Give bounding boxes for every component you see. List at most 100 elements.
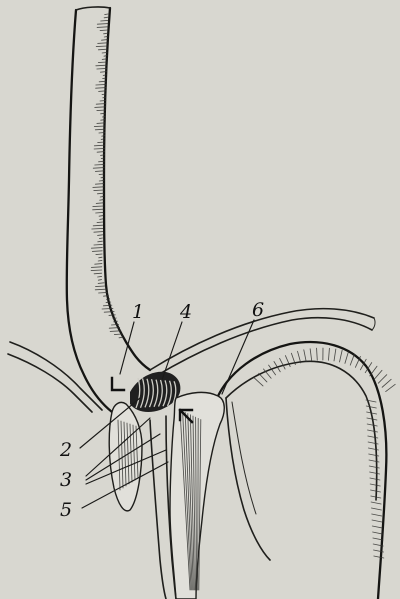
- esophagus-hatch-stroke: [101, 177, 104, 178]
- esophagus-hatch-stroke: [99, 292, 108, 293]
- esophagus-hatch-stroke: [103, 296, 108, 297]
- esophagus-hatch-stroke: [97, 68, 107, 69]
- esophagus-hatch-stroke: [94, 148, 105, 149]
- esophagus-hatch-stroke: [94, 190, 104, 191]
- esophagus-hatch-stroke: [100, 30, 107, 31]
- esophagus-hatch-stroke: [100, 219, 103, 220]
- esophagus-hatch-stroke: [103, 305, 111, 306]
- esophagus-hatch-stroke: [93, 206, 103, 207]
- esophagus-hatch-stroke: [111, 324, 118, 325]
- esophagus-hatch-stroke: [97, 193, 103, 194]
- esophagus-hatch-stroke: [97, 27, 108, 28]
- esophagus-hatch-stroke: [94, 126, 105, 127]
- esophagus-hatch-stroke: [96, 46, 107, 47]
- esophagus-hatch-stroke: [99, 180, 104, 181]
- esophagus-hatch-stroke: [96, 286, 106, 287]
- callout-2: 2: [59, 439, 72, 461]
- esophagus-hatch-stroke: [99, 216, 103, 217]
- esophagus-hatch-stroke: [103, 75, 106, 76]
- esophagus-hatch-stroke: [101, 20, 108, 21]
- esophagus-hatch-stroke: [93, 225, 103, 226]
- esophagus-hatch-stroke: [94, 232, 103, 233]
- esophagus-hatch-stroke: [97, 24, 107, 25]
- esophagus-hatch-stroke: [98, 142, 105, 143]
- esophagus-hatch-stroke: [99, 174, 104, 175]
- esophagus-hatch-stroke: [96, 203, 103, 204]
- callout-5: 5: [60, 499, 72, 521]
- esophagus-hatch-stroke: [98, 276, 102, 277]
- esophagus-hatch-stroke: [96, 88, 107, 89]
- esophagus-hatch-stroke: [104, 312, 114, 313]
- esophagus-hatch-stroke: [114, 321, 118, 322]
- esophagus-hatch-stroke: [99, 238, 102, 239]
- esophagus-hatch-stroke: [101, 139, 105, 140]
- esophagus-hatch-stroke: [99, 161, 105, 162]
- esophagus-hatch-stroke: [100, 72, 106, 73]
- esophagus-hatch-stroke: [103, 97, 106, 98]
- esophagus-hatch-stroke: [104, 17, 108, 18]
- esophagus-hatch-stroke: [98, 260, 102, 261]
- callout-4: 4: [179, 301, 192, 323]
- esophagus-hatch-stroke: [101, 113, 106, 114]
- esophagus-hatch-stroke: [102, 116, 105, 117]
- esophagus-hatch-stroke: [98, 283, 104, 284]
- esophagus-hatch-stroke: [93, 187, 104, 188]
- esophagus-hatch-stroke: [106, 302, 111, 303]
- esophagus-hatch-stroke: [94, 145, 104, 146]
- esophagus-hatch-stroke: [109, 315, 115, 316]
- esophagus-hatch-stroke: [97, 222, 103, 223]
- esophagus-hatch-stroke: [96, 65, 107, 66]
- esophagus-hatch-stroke: [104, 33, 108, 34]
- callout-1: 1: [132, 301, 144, 323]
- esophagus-hatch-stroke: [97, 110, 106, 111]
- callout-6: 6: [252, 299, 264, 321]
- esophagus-hatch-stroke: [95, 107, 106, 108]
- esophagus-hatch-stroke: [93, 209, 104, 210]
- esophagus-hatch-stroke: [102, 52, 107, 53]
- esophagus-hatch-stroke: [98, 280, 101, 281]
- esophagus-hatch-stroke: [91, 270, 102, 271]
- esophagus-hatch-stroke: [95, 264, 102, 265]
- esophagus-hatch-stroke: [105, 14, 108, 15]
- esophagus-hatch-stroke: [95, 184, 103, 185]
- esophagus-hatch-stroke: [94, 244, 102, 245]
- esophagus-hatch-stroke: [95, 164, 105, 165]
- esophagus-hatch-stroke: [104, 36, 107, 37]
- esophagus-hatch-stroke: [98, 235, 103, 236]
- esophagus-hatch-stroke: [95, 171, 104, 172]
- esophagus-hatch-stroke: [110, 331, 121, 332]
- esophagus-hatch-stroke: [98, 43, 108, 44]
- esophagus-hatch-stroke: [96, 212, 104, 213]
- esophagus-hatch-stroke: [101, 158, 104, 159]
- esophagus-hatch-stroke: [113, 318, 116, 319]
- esophagus-hatch-stroke: [95, 289, 106, 290]
- esophagus-hatch-stroke: [96, 254, 102, 255]
- esophagus-hatch-stroke: [96, 104, 106, 105]
- esophagus-hatch-stroke: [100, 100, 106, 101]
- esophagus-hatch-stroke: [96, 84, 106, 85]
- esophagus-hatch-stroke: [93, 168, 104, 169]
- esophagus-hatch-stroke: [99, 81, 106, 82]
- esophagus-hatch-stroke: [114, 334, 122, 335]
- crus-hatch-stroke: [198, 418, 199, 590]
- esophagus-hatch-stroke: [98, 62, 106, 63]
- esophagus-hatch-stroke: [97, 152, 105, 153]
- esophagus-hatch-stroke: [91, 267, 101, 268]
- esophagus-hatch-stroke: [102, 94, 106, 95]
- esophagus-hatch-stroke: [102, 59, 107, 60]
- esophagus-hatch-stroke: [100, 196, 103, 197]
- callout-3: 3: [60, 469, 72, 491]
- esophagus-hatch-stroke: [103, 78, 107, 79]
- esophagus-hatch-stroke: [98, 49, 107, 50]
- esophagus-hatch-stroke: [97, 123, 105, 124]
- esophagus-hatch-stroke: [94, 273, 102, 274]
- esophagus-hatch-stroke: [101, 155, 105, 156]
- esophagus-hatch-stroke: [102, 40, 108, 41]
- esophagus-hatch-stroke: [99, 132, 105, 133]
- esophagus-hatch-stroke: [95, 129, 105, 130]
- esophagus-hatch-stroke: [101, 120, 106, 121]
- esophagus-hatch-stroke: [92, 251, 102, 252]
- esophagus-hatch-stroke: [99, 257, 102, 258]
- esophagus-hatch-stroke: [119, 337, 123, 338]
